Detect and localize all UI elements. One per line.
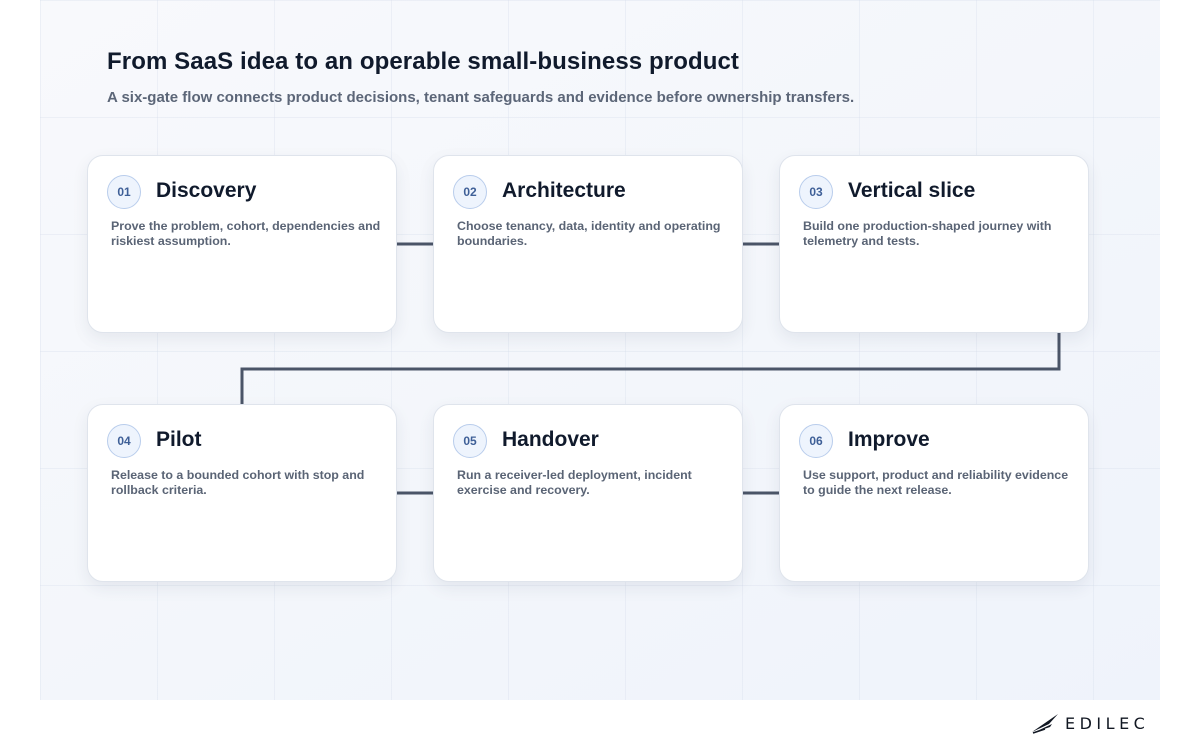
step-card-improve: 06 Improve Use support, product and reli… [779, 404, 1089, 582]
step-title: Architecture [502, 179, 626, 202]
brand-logo: EDILEC [1031, 711, 1149, 735]
edilec-logo-icon [1032, 714, 1058, 734]
step-description: Use support, product and reliability evi… [803, 468, 1069, 497]
step-title: Pilot [156, 428, 202, 451]
step-card-handover: 05 Handover Run a receiver-led deploymen… [433, 404, 743, 582]
step-description: Choose tenancy, data, identity and opera… [457, 219, 721, 248]
diagram-subtitle: A six-gate flow connects product decisio… [107, 89, 855, 106]
step-description: Release to a bounded cohort with stop an… [111, 468, 365, 497]
step-description: Run a receiver-led deployment, incident … [457, 468, 692, 497]
step-title: Vertical slice [848, 179, 976, 202]
step-number-badge: 06 [799, 424, 833, 458]
step-number-badge: 03 [799, 175, 833, 209]
step-number-badge: 01 [107, 175, 141, 209]
step-title: Improve [848, 428, 930, 451]
step-number-badge: 05 [453, 424, 487, 458]
step-title: Handover [502, 428, 599, 451]
step-number-badge: 04 [107, 424, 141, 458]
step-number-badge: 02 [453, 175, 487, 209]
step-card-vertical-slice: 03 Vertical slice Build one production-s… [779, 155, 1089, 333]
step-card-architecture: 02 Architecture Choose tenancy, data, id… [433, 155, 743, 333]
step-description: Build one production-shaped journey with… [803, 219, 1052, 248]
step-card-discovery: 01 Discovery Prove the problem, cohort, … [87, 155, 397, 333]
step-description: Prove the problem, cohort, dependencies … [111, 219, 381, 248]
step-card-pilot: 04 Pilot Release to a bounded cohort wit… [87, 404, 397, 582]
brand-name: EDILEC [1065, 713, 1150, 733]
step-title: Discovery [156, 179, 257, 202]
diagram-title: From SaaS idea to an operable small-busi… [107, 48, 740, 75]
